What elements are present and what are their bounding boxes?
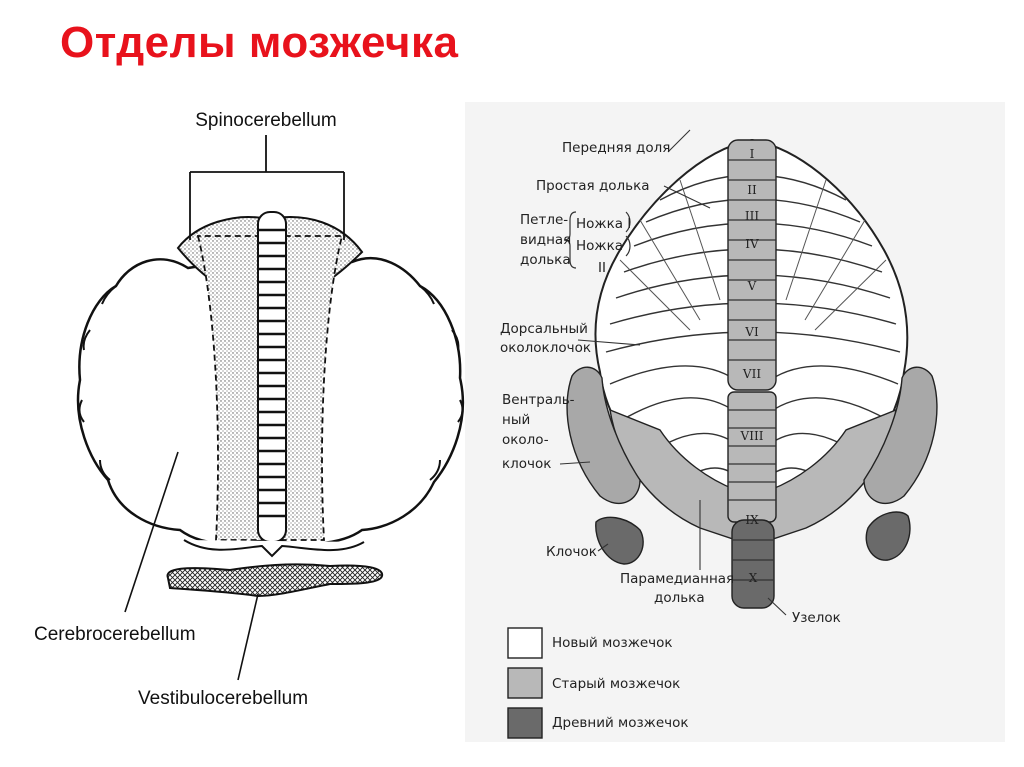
vermis-numeral: IX [745,513,759,527]
vermis-numeral: II [747,183,757,197]
vermis-numeral: VI [744,325,759,339]
legend-label-paleo: Старый мозжечок [552,676,680,692]
label-ventral-paraflocculus: Вентраль- [502,392,575,408]
label-anterior-lobe: Передняя доля [562,140,670,156]
vermis-numeral: III [745,209,759,223]
label-crus-2: Ножка [576,238,623,254]
vermis-numeral: VII [742,367,761,381]
legend-label-neo: Новый мозжечок [552,635,673,651]
label-paramedian-lobule: Парамедианная [620,571,734,587]
functional-division-diagram: Spinocerebellum Cerebrocerebellum Vestib… [34,110,463,709]
vestibulocerebellum-region [168,564,383,596]
label-simple-lobule: Простая долька [536,178,650,194]
vermis-numeral: I [750,147,755,161]
vermis-numeral: V [747,279,757,293]
label-paramedian-lobule: долька [654,590,705,606]
legend: Новый мозжечок Старый мозжечок Древний м… [508,628,689,738]
label-ansiform-lobule: долька [520,252,571,268]
label-vestibulocerebellum: Vestibulocerebellum [138,688,308,709]
label-ventral-paraflocculus: ный [502,412,530,428]
label-crus-2-number: II [598,260,606,276]
vermis: I II III IV V VI VII VIII IX X [728,140,776,608]
label-ventral-paraflocculus: клочок [502,456,551,472]
legend-swatch-archi [508,708,542,738]
label-crus-1: Ножка I [576,216,631,232]
anatomical-lobes-diagram: I II III IV V VI VII VIII IX X Передняя … [500,130,937,738]
vermis-numeral: X [749,571,758,585]
label-ansiform-lobule: видная [520,232,571,248]
legend-swatch-paleo [508,668,542,698]
legend-swatch-neo [508,628,542,658]
flocculus-right [866,512,910,560]
vermis-numeral: VIII [740,429,764,443]
label-nodulus: Узелок [792,610,841,626]
label-ansiform-lobule: Петле- [520,212,568,228]
label-flocculus: Клочок [546,544,597,560]
vermis-numeral: IV [745,237,759,251]
flocculus-left [596,517,643,564]
label-spinocerebellum: Spinocerebellum [195,110,337,131]
label-ventral-paraflocculus: околo- [502,432,549,448]
legend-label-archi: Древний мозжечок [552,715,689,731]
label-dorsal-paraflocculus: околоклочок [500,340,591,356]
label-cerebrocerebellum: Cerebrocerebellum [34,624,196,645]
label-dorsal-paraflocculus: Дорсальный [500,321,588,337]
